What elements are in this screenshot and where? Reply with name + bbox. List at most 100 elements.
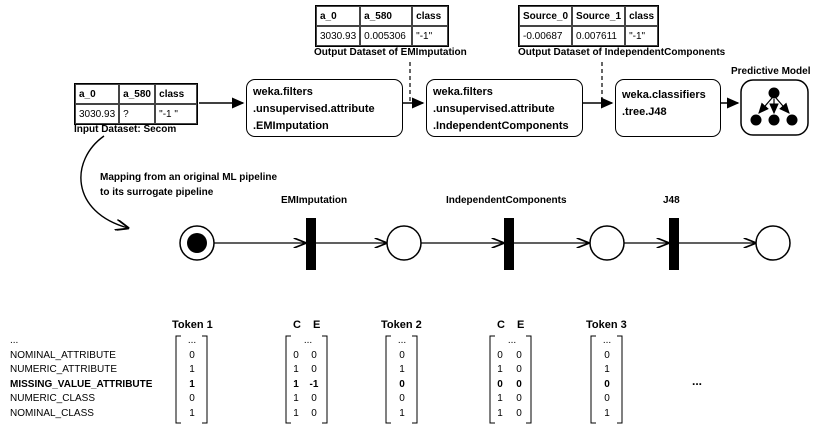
token1-value: 0 [189,350,195,361]
step2-line2: .unsupervised.attribute [433,103,555,115]
step2-line3: .IndependentComponents [433,120,569,132]
ic-output-caption: Output Dataset of IndependentComponents [518,47,726,58]
place-2 [386,225,422,261]
ce2-e-value: 0 [516,393,522,404]
ce2-e-value: 0 [516,350,522,361]
token2-label: Token 2 [381,319,422,331]
transition-label-independentcomponents: IndependentComponents [446,195,567,206]
ce1-c-value: 0 [293,350,299,361]
transition-label-emimputation: EMImputation [281,195,348,206]
em-output-table: a_0 a_580 class 3030.93 0.005306 "-1" [315,5,450,47]
ce2-c-value: 1 [497,364,503,375]
token3-label: Token 3 [586,319,627,331]
ce1-c-label: C [293,319,301,331]
ce1-e-value: 0 [311,364,317,375]
token2-value: 0 [399,350,405,361]
transition-j48 [669,218,679,270]
ic-header-source0: Source_0 [519,6,573,26]
step1-line2: .unsupervised.attribute [253,103,375,115]
pipeline-step-independentcomponents: weka.filters .unsupervised.attribute .In… [426,79,583,137]
transition-label-j48: J48 [663,195,680,206]
em-cell-a580: 0.005306 [360,26,413,46]
input-cell-a0: 3030.93 [75,104,120,124]
token3-value: ... [602,335,612,346]
predictive-model-icon [740,79,809,136]
em-cell-class: "-1" [412,26,449,46]
ce1-c-value: 1 [293,379,299,390]
ce2-c-value: 0 [497,379,503,390]
ce1-c-value: 1 [293,364,299,375]
pipeline-step-emimputation: weka.filters .unsupervised.attribute .EM… [246,79,403,137]
mapping-note: Mapping from an original ML pipeline to … [100,170,277,200]
input-header-a0: a_0 [75,84,120,104]
place-3 [589,225,625,261]
trailing-ellipsis: ... [692,374,703,388]
row-label-nominal-attribute: NOMINAL_ATTRIBUTE [10,350,116,361]
token1-value: 1 [189,364,195,375]
ic-cell-source1: 0.007611 [572,26,626,46]
mapping-note-line2: to its surrogate pipeline [100,187,214,198]
row-label-numeric-attribute: NUMERIC_ATTRIBUTE [10,364,118,375]
ic-header-class: class [625,6,659,26]
token1-label: Token 1 [172,319,213,331]
transition-independentcomponents [504,218,514,270]
pipeline-step-j48: weka.classifiers .tree.J48 [615,79,721,137]
final-place [755,225,791,261]
step1-line1: weka.filters [253,86,313,98]
ce2-e-value: 0 [516,408,522,419]
input-dataset-table: a_0 a_580 class 3030.93 ? "-1 " [74,83,199,125]
token2-value: 0 [399,379,405,390]
token1-value: 0 [189,393,195,404]
ic-header-source1: Source_1 [572,6,626,26]
token1-value: 1 [189,408,195,419]
em-output-caption: Output Dataset of EMImputation [314,47,467,58]
input-header-class: class [155,84,198,104]
em-header-a580: a_580 [360,6,413,26]
token2-value: ... [397,335,407,346]
ce2-top-ellipsis: ... [507,335,517,346]
ic-cell-source0: -0.00687 [519,26,573,46]
token3-value: 0 [604,393,610,404]
ce1-c-value: 1 [293,408,299,419]
token1-value: ... [187,335,197,346]
em-header-a0: a_0 [316,6,361,26]
ce1-e-value: 0 [311,408,317,419]
token1-value: 1 [189,379,195,390]
token2-value: 0 [399,393,405,404]
token3-value: 1 [604,408,610,419]
ce2-c-label: C [497,319,505,331]
ce2-e-label: E [517,319,525,331]
token3-value: 0 [604,379,610,390]
ce2-c-value: 0 [497,350,503,361]
row-label-missing-value-attribute: MISSING_VALUE_ATTRIBUTE [10,379,153,390]
row-label-numeric-class: NUMERIC_CLASS [10,393,96,404]
mapping-curve-arrow [80,135,128,228]
ce1-e-value: 0 [311,350,317,361]
ce1-c-value: 1 [293,393,299,404]
row-label-ellipsis: ... [10,335,19,346]
vector-brackets [175,335,623,424]
ce2-c-value: 1 [497,393,503,404]
input-cell-a580: ? [119,104,156,124]
input-dataset-caption: Input Dataset: Secom [74,124,177,135]
ce1-e-value: 0 [311,393,317,404]
step3-line1: weka.classifiers [622,89,706,101]
step2-line1: weka.filters [433,86,493,98]
ce1-top-ellipsis: ... [303,335,313,346]
ce2-e-value: 0 [516,364,522,375]
row-label-nominal-class: NOMINAL_CLASS [10,408,94,419]
ce1-e-label: E [313,319,321,331]
ce1-e-value: -1 [309,379,319,390]
step1-line3: .EMImputation [253,120,329,132]
surrogate-petri-net [179,218,791,270]
em-header-class: class [412,6,449,26]
transition-emimputation [306,218,316,270]
ic-output-table: Source_0 Source_1 class -0.00687 0.00761… [518,5,660,47]
step3-line2: .tree.J48 [622,106,667,118]
input-cell-class: "-1 " [155,104,198,124]
mapping-note-line1: Mapping from an original ML pipeline [100,172,278,183]
token2-value: 1 [399,364,405,375]
initial-token-dot [187,233,207,253]
